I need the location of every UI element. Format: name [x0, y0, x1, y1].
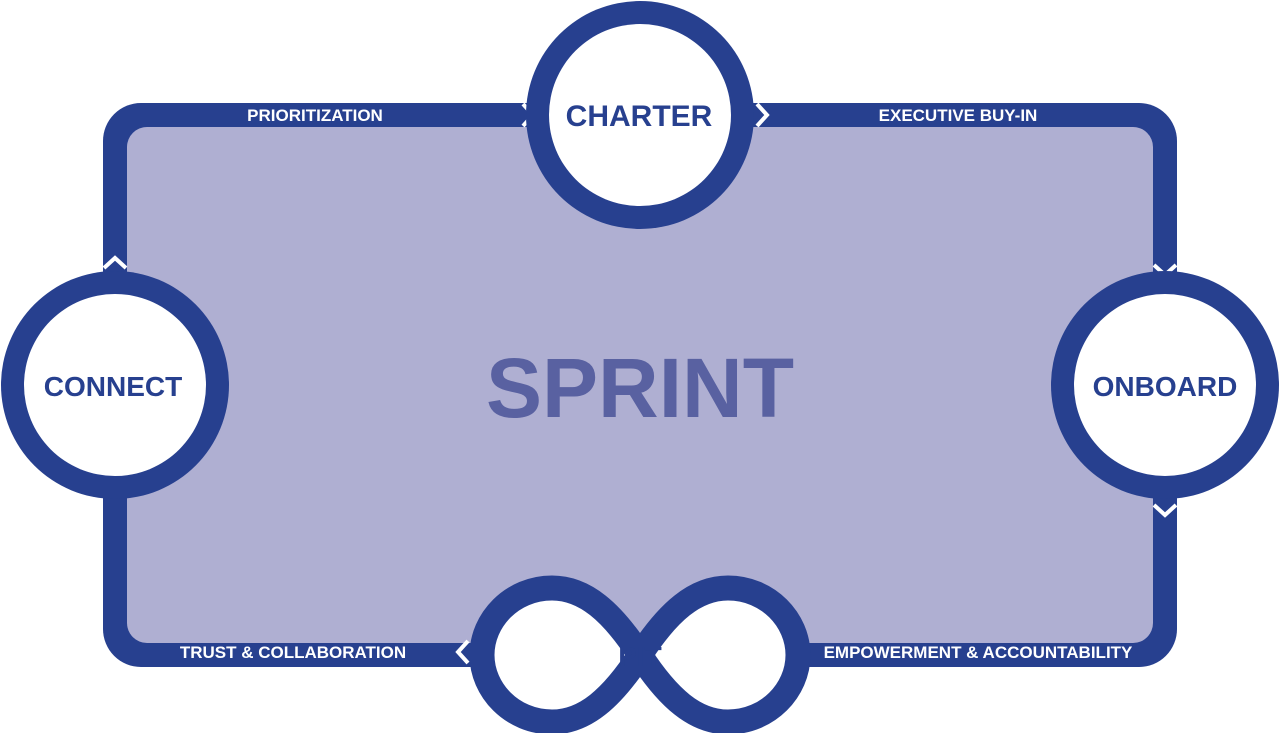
node-charter-inner: [549, 24, 731, 206]
edge-label-prioritization: PRIORITIZATION: [247, 106, 383, 125]
node-onboard-inner: [1074, 294, 1256, 476]
node-charter-label: CHARTER: [566, 100, 713, 133]
edge-label-executive-buy-in: EXECUTIVE BUY-IN: [879, 106, 1038, 125]
node-connect-inner: [24, 294, 206, 476]
node-charter: CHARTER: [526, 1, 754, 229]
chevron-down-icon: [1152, 503, 1178, 518]
node-connect: CONNECT: [1, 271, 229, 499]
edge-label-trust-collaboration: TRUST & COLLABORATION: [180, 643, 406, 662]
edge-label-empowerment-accountability: EMPOWERMENT & ACCOUNTABILITY: [824, 643, 1133, 662]
node-connect-label: CONNECT: [44, 371, 182, 402]
chevron-up-icon: [102, 255, 128, 270]
node-onboard-label: ONBOARD: [1093, 371, 1238, 402]
center-label: SPRINT: [486, 341, 794, 435]
chevron-right-icon: [755, 102, 770, 128]
node-onboard: ONBOARD: [1051, 271, 1279, 499]
infinity-icon: [469, 575, 811, 733]
cycle-loop-fill: [127, 127, 1153, 643]
chevron-left-icon: [455, 639, 470, 665]
node-pit-label: PIT: [618, 641, 662, 672]
node-pit: PIT: [469, 575, 811, 733]
